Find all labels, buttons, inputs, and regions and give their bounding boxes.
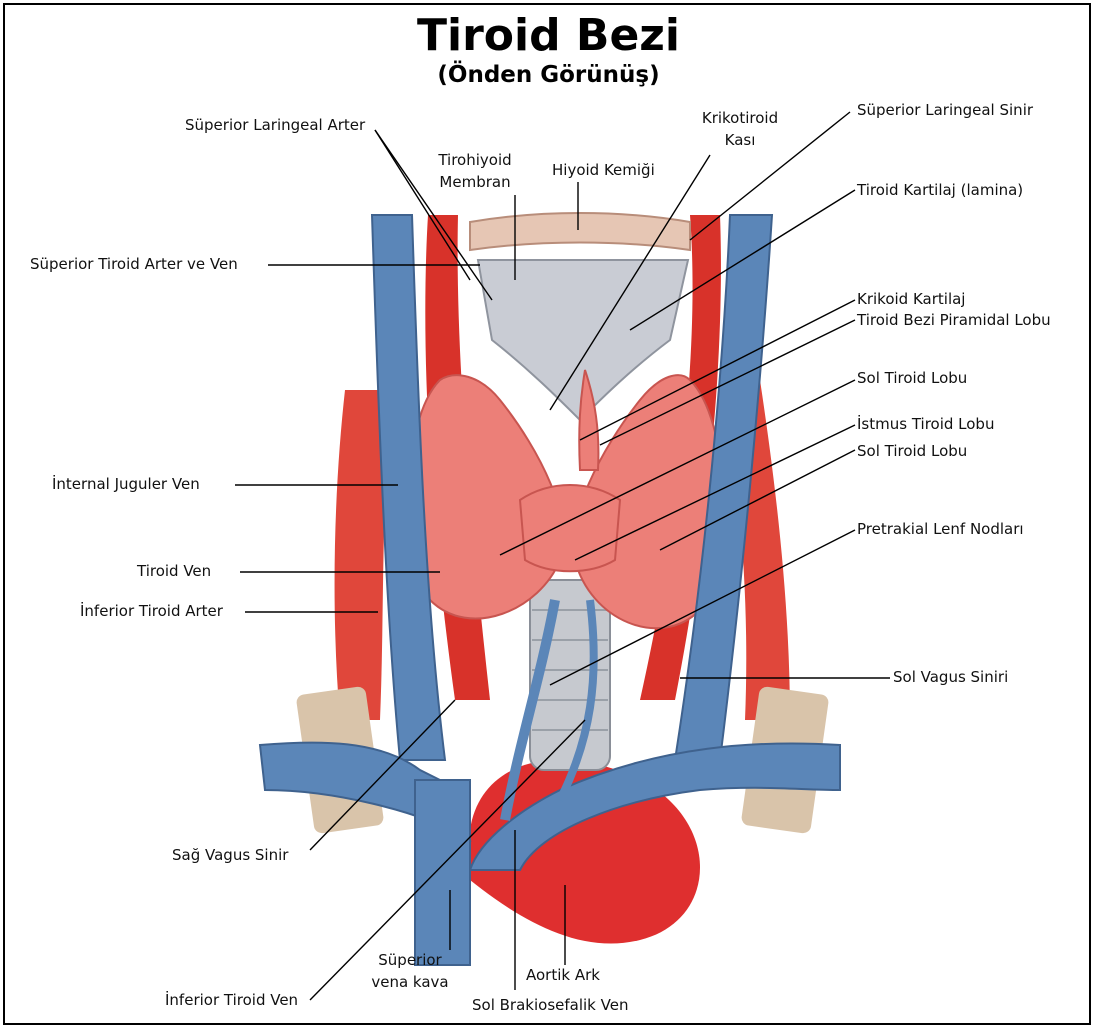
page-title: Tiroid Bezi [0,10,1097,61]
label-left-brachiocephalic-vein: Sol Brakiosefalik Ven [472,995,628,1015]
label-svc-1: Süperior [360,950,460,970]
label-superior-laryngeal-nerve: Süperior Laringeal Sinir [857,100,1033,120]
label-isthmus: İstmus Tiroid Lobu [857,414,994,434]
label-pretracheal-lymph-nodes: Pretrakial Lenf Nodları [857,519,1024,539]
label-inferior-thyroid-artery: İnferior Tiroid Arter [80,601,223,621]
label-thyrohyoid-membrane-1: Tirohiyoid [430,150,520,170]
hyoid-bone [470,213,690,250]
page-subtitle: (Önden Görünüş) [0,62,1097,88]
label-left-thyroid-lobe-2: Sol Tiroid Lobu [857,441,967,461]
label-svc-2: vena kava [360,972,460,992]
label-thyroid-vein: Tiroid Ven [137,561,211,581]
label-thyrohyoid-membrane-2: Membran [430,172,520,192]
label-cricothyroid-2: Kası [690,130,790,150]
label-inferior-thyroid-vein: İnferior Tiroid Ven [165,990,298,1010]
label-thyroid-cartilage: Tiroid Kartilaj (lamina) [857,180,1023,200]
label-cricothyroid-1: Krikotiroid [690,108,790,128]
label-left-vagus-nerve: Sol Vagus Siniri [893,667,1008,687]
label-internal-jugular-vein: İnternal Juguler Ven [52,474,200,494]
label-hyoid-bone: Hiyoid Kemiği [552,160,655,180]
label-aortic-arch: Aortik Ark [526,965,600,985]
thyroid-isthmus [520,485,620,571]
label-cricoid-cartilage: Krikoid Kartilaj [857,289,965,309]
label-left-thyroid-lobe-1: Sol Tiroid Lobu [857,368,967,388]
label-superior-thyroid-artery-vein: Süperior Tiroid Arter ve Ven [30,254,238,274]
label-right-vagus-nerve: Sağ Vagus Sinir [172,845,288,865]
label-pyramidal-lobe: Tiroid Bezi Piramidal Lobu [857,310,1051,330]
superior-vena-cava [415,780,470,965]
label-superior-laryngeal-artery: Süperior Laringeal Arter [185,115,365,135]
